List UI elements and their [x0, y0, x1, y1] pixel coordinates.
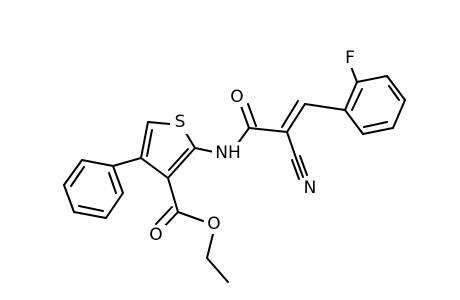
bond-ch2-ch3: [206, 257, 229, 283]
atom-amine-label: NH: [215, 143, 241, 163]
bond-c-n-triple: [291, 155, 308, 180]
atom-amide-oxygen: O: [227, 87, 247, 107]
atom-sulfur: S: [170, 112, 190, 134]
bond-c-c-double: [281, 100, 306, 133]
fluorophenyl-ring: [344, 75, 406, 135]
thiophene-ring: [140, 121, 196, 179]
atom-nitrile-nitrogen-label: N: [304, 178, 317, 198]
atom-amine: NH: [212, 142, 246, 164]
phenyl-ring: [63, 159, 124, 219]
bond-ring-vinyl: [304, 103, 346, 111]
atom-ester-carbonyl-oxygen: O: [146, 225, 166, 245]
bond-thiophene-phenyl: [112, 157, 142, 167]
bond-nh-thiophene: [194, 147, 215, 153]
bond-c-o-double: [240, 103, 257, 129]
atom-fluorine-label: F: [345, 48, 355, 68]
atom-ester-carbonyl-oxygen-label: O: [149, 225, 162, 245]
bond-vinyl-carbonyl: [248, 127, 288, 133]
bond-thiophene-ester: [167, 177, 179, 213]
atom-nitrile-nitrogen: N: [300, 178, 320, 198]
atom-amide-oxygen-label: O: [230, 87, 243, 107]
atom-ester-ether-oxygen-label: O: [207, 214, 220, 234]
atom-fluorine: F: [340, 48, 360, 68]
atom-sulfur-label: S: [175, 112, 186, 132]
bond-o-ch2: [206, 229, 215, 259]
atom-ester-ether-oxygen: O: [204, 214, 224, 234]
bond-c-cn: [286, 131, 297, 159]
bond-ester-c-o-single: [177, 211, 204, 222]
